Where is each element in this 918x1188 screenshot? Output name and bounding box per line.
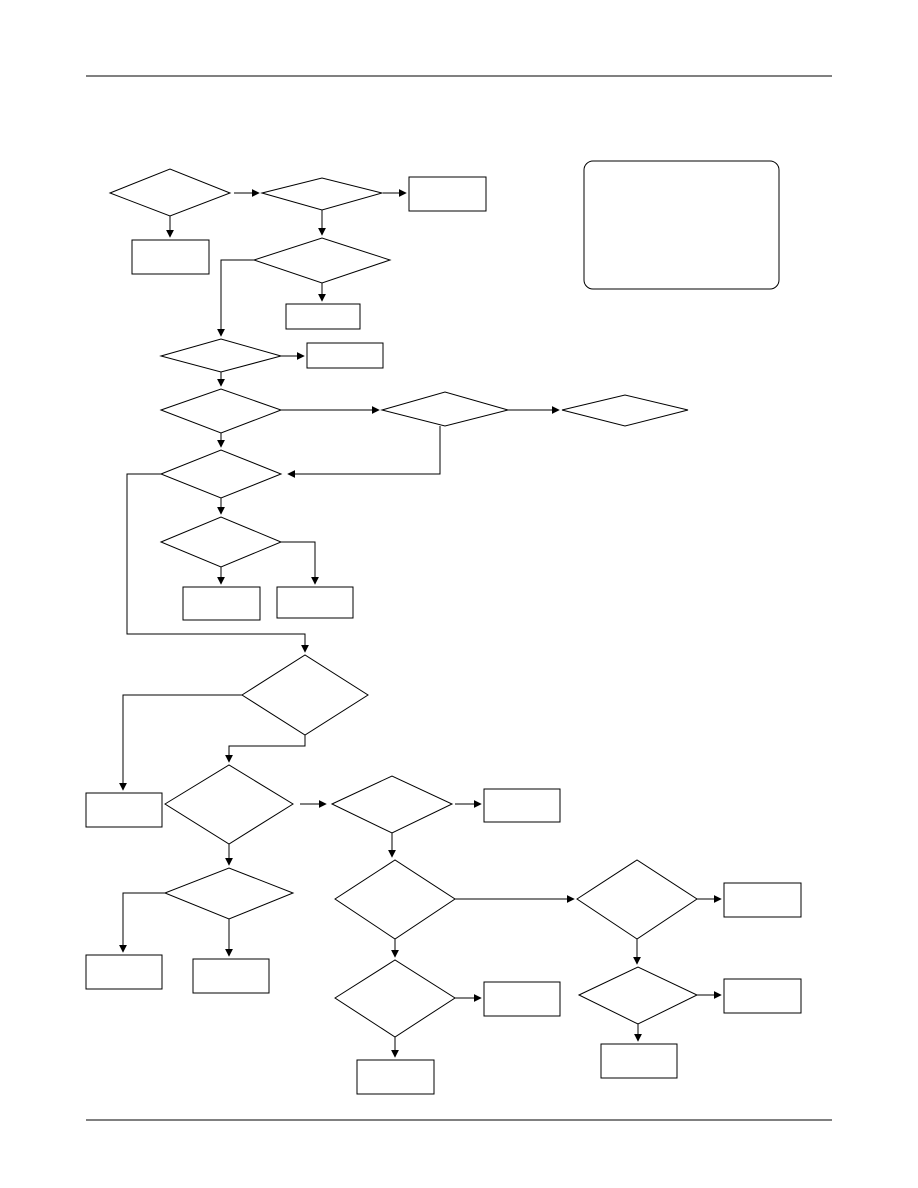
decision-12 bbox=[330, 775, 454, 834]
decision-2 bbox=[260, 177, 384, 211]
process-5 bbox=[182, 586, 261, 621]
connector-d9-p6 bbox=[281, 541, 319, 585]
process-10 bbox=[85, 954, 163, 990]
process-8 bbox=[483, 788, 561, 823]
process-7 bbox=[85, 792, 163, 828]
decision-15 bbox=[576, 859, 698, 940]
decision-17 bbox=[577, 966, 699, 1025]
process-2 bbox=[131, 239, 210, 275]
process-1 bbox=[408, 176, 487, 212]
connector-d8-d10 bbox=[126, 473, 309, 653]
note-box bbox=[583, 160, 780, 290]
decision-8 bbox=[159, 449, 283, 499]
decision-1 bbox=[108, 168, 232, 217]
decision-10 bbox=[241, 654, 369, 736]
process-12 bbox=[483, 981, 561, 1017]
process-11 bbox=[192, 958, 270, 994]
decision-16 bbox=[334, 959, 456, 1038]
decision-5 bbox=[159, 388, 283, 434]
connector-d13-p10 bbox=[119, 892, 165, 953]
decision-6 bbox=[380, 391, 510, 427]
decision-11 bbox=[164, 764, 294, 845]
process-13 bbox=[723, 978, 802, 1014]
decision-9 bbox=[159, 516, 283, 568]
decision-4 bbox=[159, 338, 283, 373]
process-4 bbox=[306, 342, 384, 369]
connector-d10-p7 bbox=[119, 694, 242, 791]
decision-7 bbox=[561, 394, 689, 427]
connector-d10-d11 bbox=[225, 735, 306, 763]
connector-d6-d8 bbox=[287, 426, 441, 478]
process-3 bbox=[285, 303, 361, 330]
decision-13 bbox=[163, 867, 295, 920]
process-15 bbox=[356, 1059, 435, 1095]
process-6 bbox=[276, 586, 354, 619]
connector-d3-d4 bbox=[217, 259, 254, 337]
decision-14 bbox=[334, 859, 456, 940]
process-14 bbox=[600, 1043, 678, 1079]
decision-3 bbox=[252, 237, 392, 284]
process-9 bbox=[723, 882, 802, 918]
